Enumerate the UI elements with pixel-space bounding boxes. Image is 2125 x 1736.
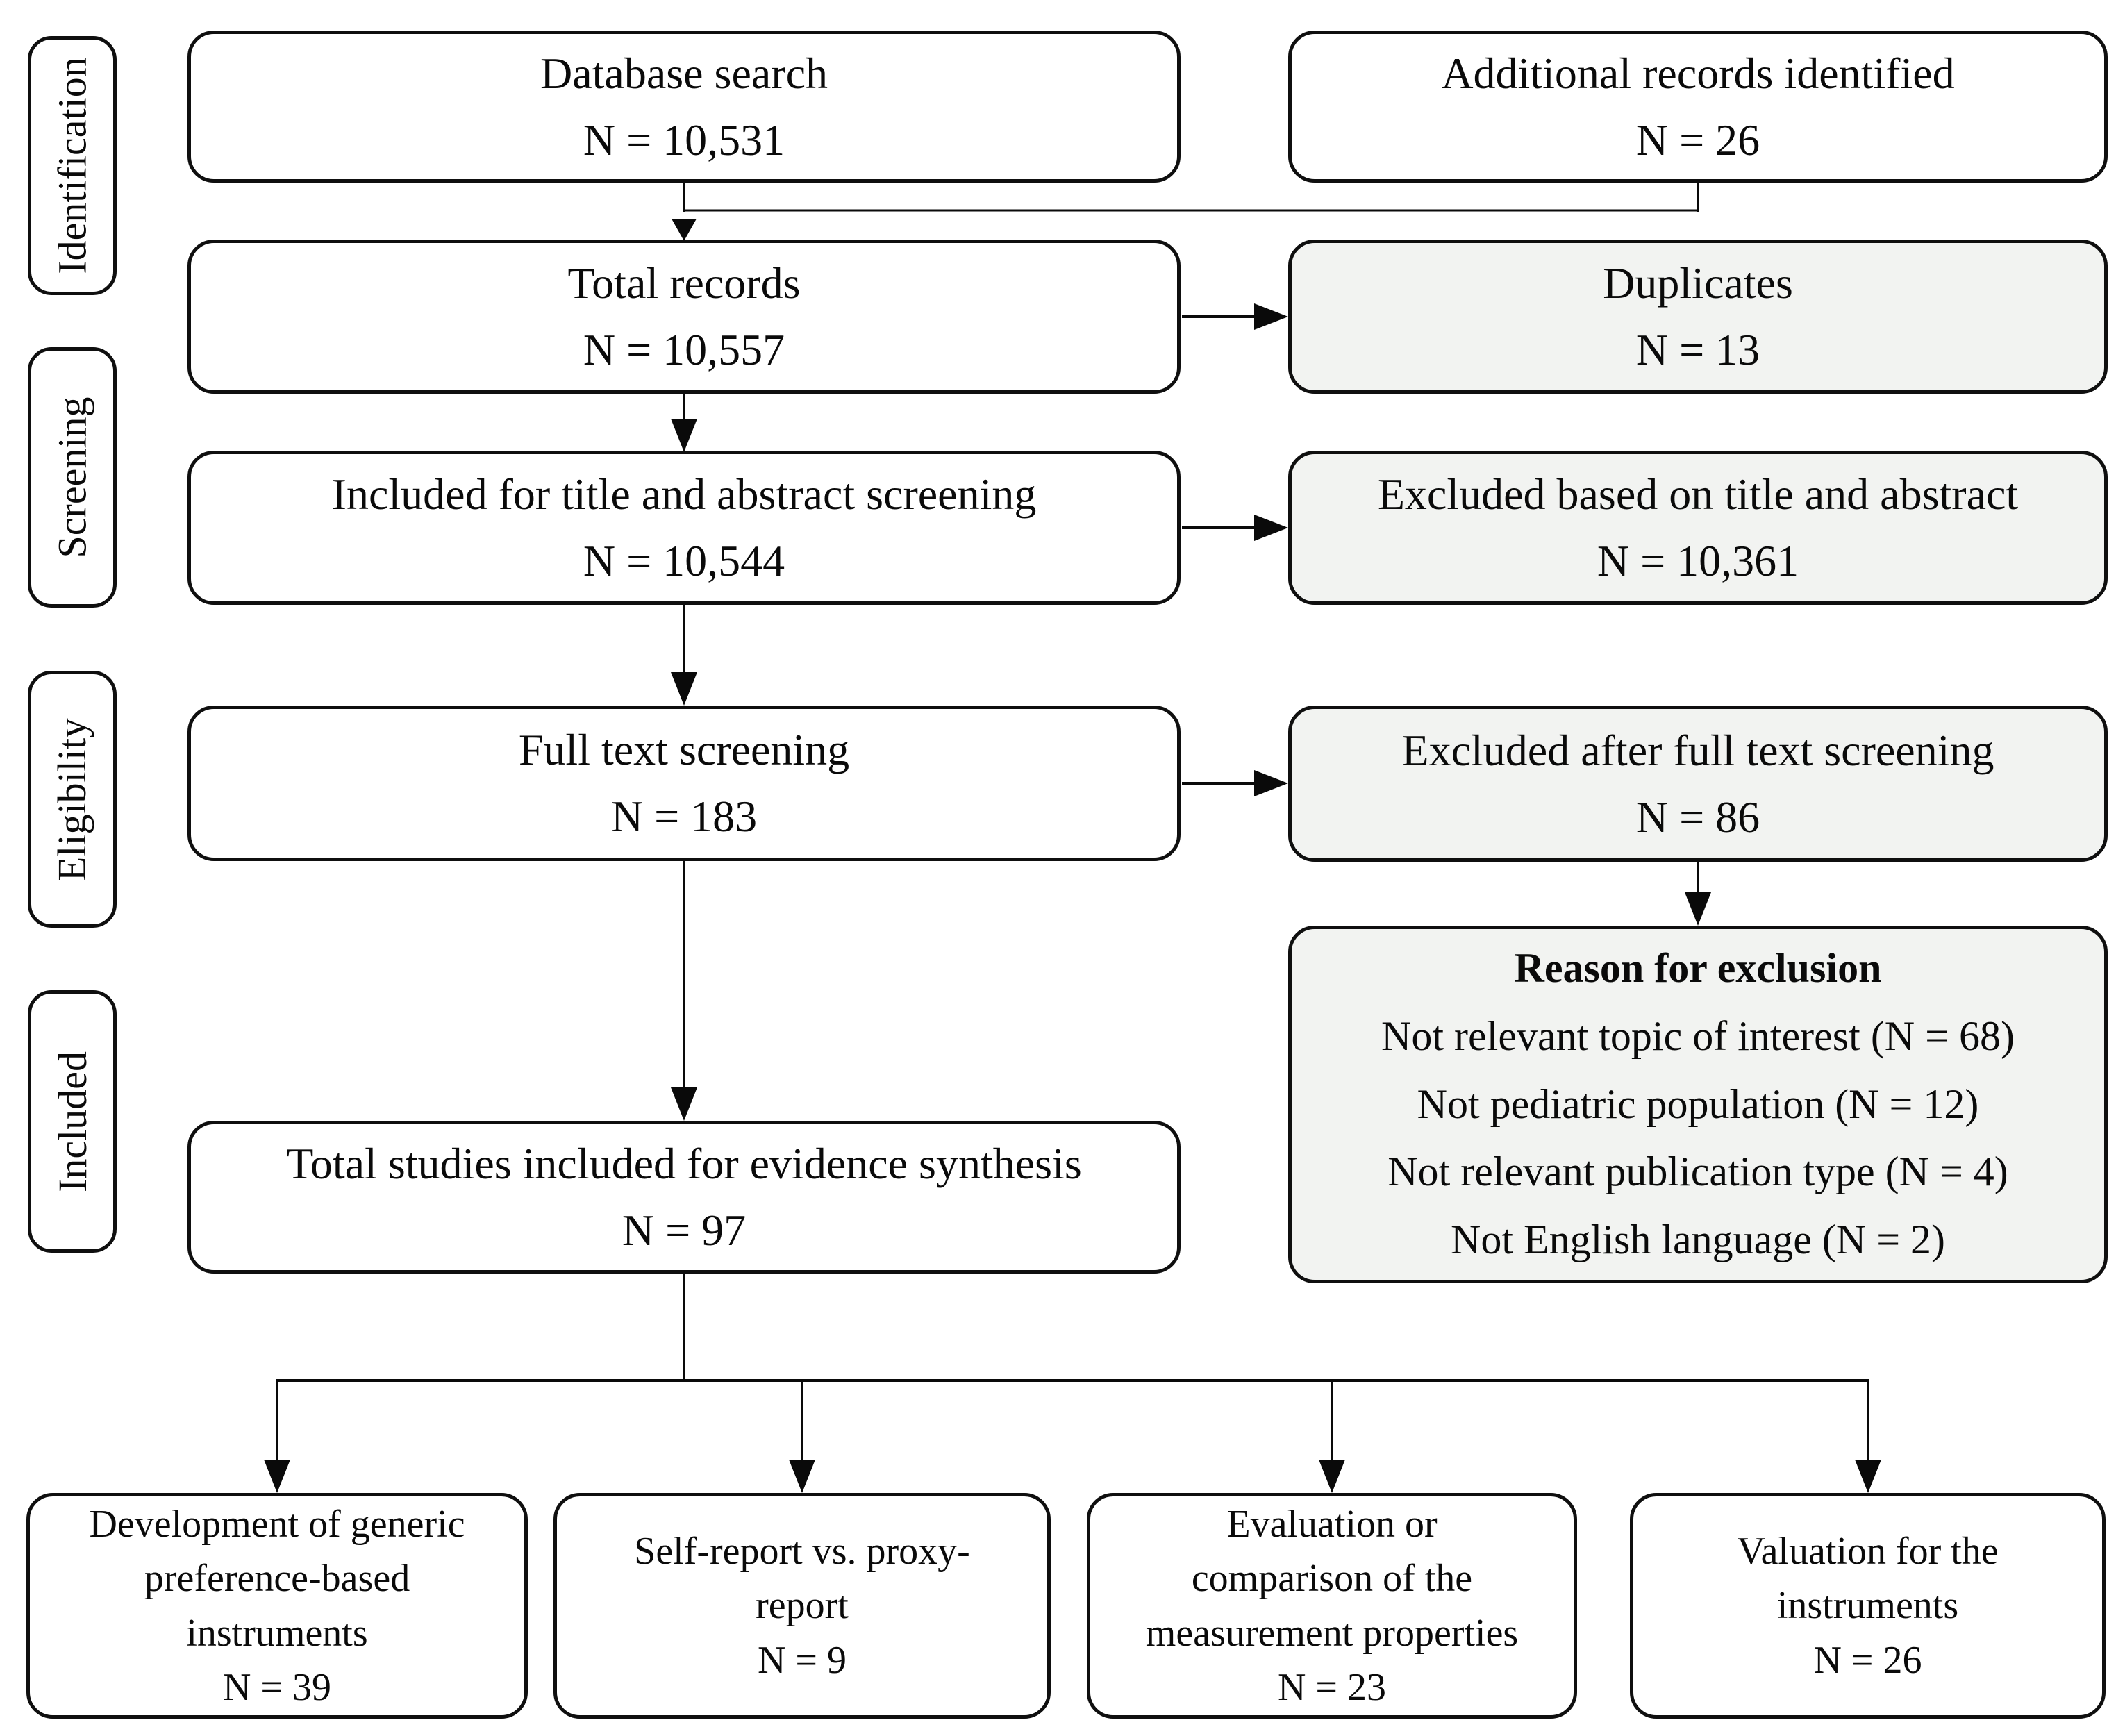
total-records-count: N = 10,557 [583,325,785,374]
outcome-development-count: N = 39 [222,1665,332,1709]
stage-identification: Identification [28,36,117,295]
outcome-development-line: Development of generic [89,1502,465,1546]
title-abstract-label: Included for title and abstract screenin… [331,469,1037,519]
duplicates-count: N = 13 [1635,325,1760,374]
total-records-label: Total records [567,258,801,308]
stage-screening: Screening [28,347,117,608]
stage-screening-label: Screening [49,397,95,558]
box-outcome-valuation: Valuation for the instruments N = 26 [1630,1493,2106,1719]
full-text-count: N = 183 [610,792,758,841]
box-exclusion-reasons: Reason for exclusion Not relevant topic … [1288,926,2108,1283]
outcome-self-proxy-line: Self-report vs. proxy- [634,1529,970,1573]
box-duplicates: Duplicates N = 13 [1288,240,2108,394]
box-outcome-self-vs-proxy: Self-report vs. proxy- report N = 9 [553,1493,1051,1719]
box-database-search: Database search N = 10,531 [188,31,1181,183]
additional-records-count: N = 26 [1635,115,1760,165]
database-search-label: Database search [540,48,828,98]
outcome-measurement-line: measurement properties [1145,1611,1519,1655]
stage-included: Included [28,990,117,1253]
box-total-included: Total studies included for evidence synt… [188,1121,1181,1274]
title-abstract-count: N = 10,544 [583,536,785,585]
stage-included-label: Included [49,1051,95,1192]
exclusion-reason-item: Not relevant topic of interest (N = 68) [1381,1012,2015,1059]
box-excluded-full-text: Excluded after full text screening N = 8… [1288,706,2108,862]
exclusion-reason-item: Not pediatric population (N = 12) [1417,1080,1979,1127]
duplicates-label: Duplicates [1603,258,1793,308]
outcome-development-line: instruments [186,1611,368,1655]
box-outcome-development: Development of generic preference-based … [26,1493,528,1719]
excluded-title-abstract-count: N = 10,361 [1597,536,1799,585]
excluded-full-text-count: N = 86 [1635,792,1760,842]
additional-records-label: Additional records identified [1441,48,1955,98]
outcome-self-proxy-count: N = 9 [757,1638,847,1682]
exclusion-reasons-title: Reason for exclusion [1514,945,1882,991]
outcome-self-proxy-line: report [756,1584,849,1628]
stage-eligibility: Eligibility [28,671,117,928]
connectors-group [264,183,1881,1493]
box-total-records: Total records N = 10,557 [188,240,1181,394]
exclusion-reason-item: Not English language (N = 2) [1450,1217,1946,1263]
stage-identification-label: Identification [49,57,95,274]
outcome-measurement-line: Evaluation or [1226,1502,1438,1546]
outcome-valuation-count: N = 26 [1813,1638,1922,1682]
outcome-development-line: preference-based [144,1557,410,1601]
box-excluded-title-abstract: Excluded based on title and abstract N =… [1288,451,2108,605]
box-full-text-screening: Full text screening N = 183 [188,706,1181,861]
box-additional-records: Additional records identified N = 26 [1288,31,2108,183]
exclusion-reason-item: Not relevant publication type (N = 4) [1388,1149,2008,1195]
full-text-label: Full text screening [518,725,850,774]
excluded-full-text-label: Excluded after full text screening [1401,725,1994,775]
outcome-valuation-line: instruments [1776,1584,1959,1628]
database-search-count: N = 10,531 [583,115,785,165]
total-included-label: Total studies included for evidence synt… [286,1139,1082,1188]
box-title-abstract-screening: Included for title and abstract screenin… [188,451,1181,605]
total-included-count: N = 97 [622,1205,747,1255]
excluded-title-abstract-label: Excluded based on title and abstract [1377,469,2019,519]
outcome-valuation-line: Valuation for the [1737,1529,1999,1573]
stage-eligibility-label: Eligibility [49,717,95,881]
box-outcome-measurement-properties: Evaluation or comparison of the measurem… [1087,1493,1577,1719]
outcome-measurement-count: N = 23 [1277,1665,1387,1709]
outcome-measurement-line: comparison of the [1191,1557,1473,1601]
